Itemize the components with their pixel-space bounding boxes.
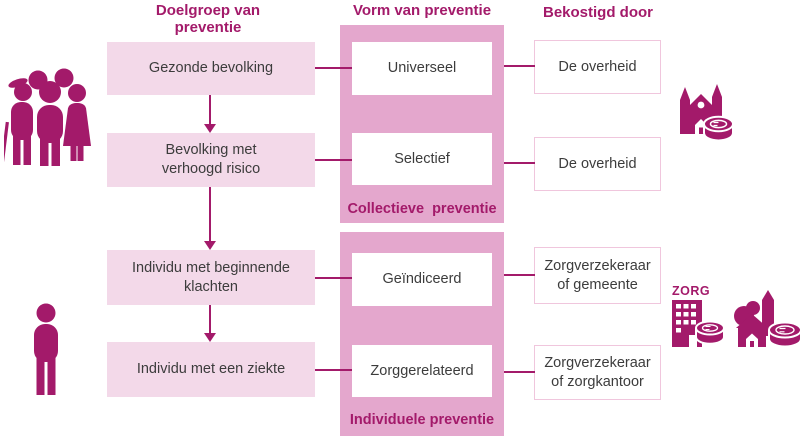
connector-right-row4 bbox=[504, 371, 535, 373]
zorg-label: ZORG bbox=[672, 284, 711, 298]
connector-left-row1 bbox=[315, 67, 352, 69]
connector-left-row4 bbox=[315, 369, 352, 371]
down-arrow-stem-2 bbox=[209, 187, 211, 242]
village-icon bbox=[734, 290, 774, 347]
euro-coin-icon bbox=[768, 321, 801, 348]
door bbox=[699, 127, 704, 134]
connector-right-row1 bbox=[504, 65, 535, 67]
house-roof bbox=[736, 314, 768, 328]
man-figure bbox=[37, 81, 63, 166]
euro-coin-icon bbox=[695, 320, 725, 345]
cane bbox=[4, 121, 9, 164]
prevention-form-box-universeel: Universeel bbox=[352, 42, 492, 95]
connector-left-row2 bbox=[315, 159, 352, 161]
target-group-box-with-disease: Individu met een ziekte bbox=[107, 342, 315, 397]
connector-right-row3 bbox=[504, 274, 535, 276]
column-header-bekostigd: Bekostigd door bbox=[542, 4, 653, 21]
down-arrow-stem-1 bbox=[209, 95, 211, 125]
round-window bbox=[697, 101, 705, 109]
prevention-form-box-selectief: Selectief bbox=[352, 133, 492, 185]
column-header-vorm: Vorm van preventie bbox=[352, 2, 492, 19]
government-building-icon bbox=[680, 84, 734, 142]
house-door bbox=[750, 341, 754, 347]
euro-coin-icon bbox=[703, 115, 734, 142]
target-group-box-elevated-risk: Bevolking met verhoogd risico bbox=[107, 133, 315, 187]
person-head bbox=[54, 68, 74, 88]
connector-left-row3 bbox=[315, 277, 352, 279]
woman-figure bbox=[63, 84, 91, 161]
house-entrance bbox=[746, 333, 758, 347]
target-group-box-healthy-population: Gezonde bevolking bbox=[107, 42, 315, 95]
person-icon bbox=[34, 303, 58, 395]
zorg-building-village-icon bbox=[672, 290, 801, 348]
prevention-form-box-geindiceerd: Geïndiceerd bbox=[352, 253, 492, 306]
funder-box-overheid-1: De overheid bbox=[534, 40, 661, 94]
down-arrow-head-3 bbox=[204, 333, 216, 342]
funder-box-zorgverzekeraar-zorgkantoor: Zorgverzekeraar of zorgkantoor bbox=[534, 345, 661, 400]
connector-right-row2 bbox=[504, 162, 535, 164]
individual-prevention-label: Individuele preventie bbox=[349, 412, 495, 428]
prevention-form-box-zorggerelateerd: Zorggerelateerd bbox=[352, 345, 492, 397]
target-group-box-early-symptoms: Individu met beginnende klachten bbox=[107, 250, 315, 305]
tree bbox=[746, 301, 760, 315]
funder-box-zorgverzekeraar-gemeente: Zorgverzekeraar of gemeente bbox=[534, 247, 661, 304]
down-arrow-head-1 bbox=[204, 124, 216, 133]
funder-box-overheid-2: De overheid bbox=[534, 137, 661, 191]
down-arrow-stem-3 bbox=[209, 305, 211, 334]
collective-prevention-label: Collectieve preventie bbox=[347, 201, 497, 217]
down-arrow-head-2 bbox=[204, 241, 216, 250]
church-tower bbox=[762, 290, 774, 336]
elderly-person bbox=[4, 78, 33, 165]
column-header-doelgroep: Doelgroep van preventie bbox=[155, 2, 261, 37]
people-group-icon bbox=[4, 68, 91, 166]
door bbox=[689, 335, 697, 347]
